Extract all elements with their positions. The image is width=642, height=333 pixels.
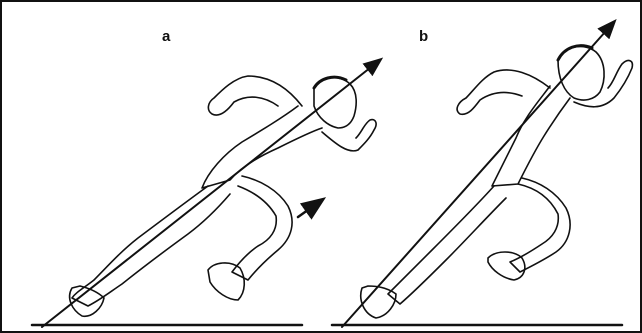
panel-b-back-arm — [457, 70, 550, 114]
panel-a-figure — [32, 60, 380, 327]
panel-a-front-leg — [232, 176, 292, 280]
panel-b-head — [558, 46, 604, 100]
panel-a-torso — [202, 106, 322, 188]
panel-b-front-leg — [510, 178, 570, 272]
panel-a-knee-drive-arrow — [298, 200, 322, 217]
panel-a-rear-leg — [72, 186, 230, 306]
panel-a-hair — [314, 77, 346, 88]
panel-a-head — [314, 78, 356, 128]
panel-b-rear-shoe — [361, 286, 396, 318]
panel-b-body-axis-arrow — [342, 22, 614, 327]
panel-a-front-shoe — [208, 263, 244, 300]
panel-a-back-arm — [208, 76, 302, 115]
panel-b-rear-leg — [388, 186, 506, 304]
panel-b-front-shoe — [488, 252, 525, 280]
panel-b-figure — [332, 22, 632, 327]
panel-b-torso — [492, 86, 570, 186]
